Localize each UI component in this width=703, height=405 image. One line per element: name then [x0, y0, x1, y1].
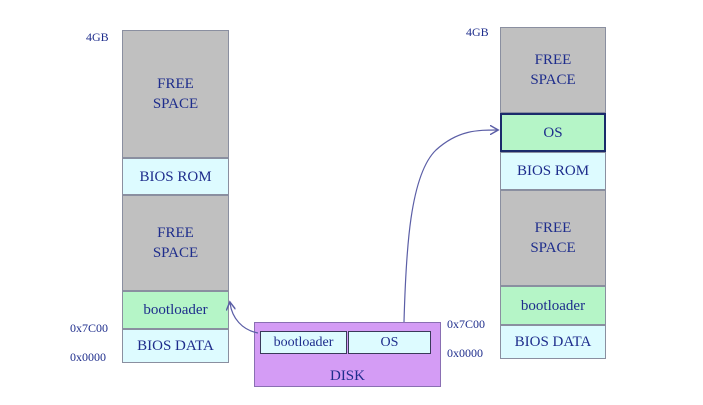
- arrow-os-to-memory: [403, 130, 497, 323]
- left-free-space-mid: FREE SPACE: [122, 195, 229, 291]
- left-bootloader: bootloader: [122, 291, 229, 329]
- right-bios-rom: BIOS ROM: [500, 152, 606, 190]
- disk-bootloader: bootloader: [260, 331, 347, 354]
- left-bios-rom: BIOS ROM: [122, 158, 229, 195]
- right-bios-data: BIOS DATA: [500, 325, 606, 359]
- right-addr-0000: 0x0000: [447, 346, 483, 360]
- right-4gb-label: 4GB: [466, 25, 489, 39]
- disk-os: OS: [348, 331, 431, 354]
- right-free-space-mid: FREE SPACE: [500, 190, 606, 286]
- disk-label: DISK: [329, 368, 365, 384]
- right-os: OS: [500, 113, 606, 152]
- right-free-space-top: FREE SPACE: [500, 27, 606, 113]
- left-addr-7c00: 0x7C00: [70, 321, 109, 335]
- left-addr-0000: 0x0000: [70, 350, 106, 364]
- right-bootloader: bootloader: [500, 286, 606, 325]
- left-4gb-label: 4GB: [86, 30, 109, 44]
- right-addr-7c00: 0x7C00: [447, 317, 486, 331]
- left-bios-data: BIOS DATA: [122, 329, 229, 363]
- disk: bootloader OS DISK: [254, 322, 441, 387]
- left-free-space-top: FREE SPACE: [122, 30, 229, 158]
- arrow-bootloader-to-memory: [230, 303, 259, 334]
